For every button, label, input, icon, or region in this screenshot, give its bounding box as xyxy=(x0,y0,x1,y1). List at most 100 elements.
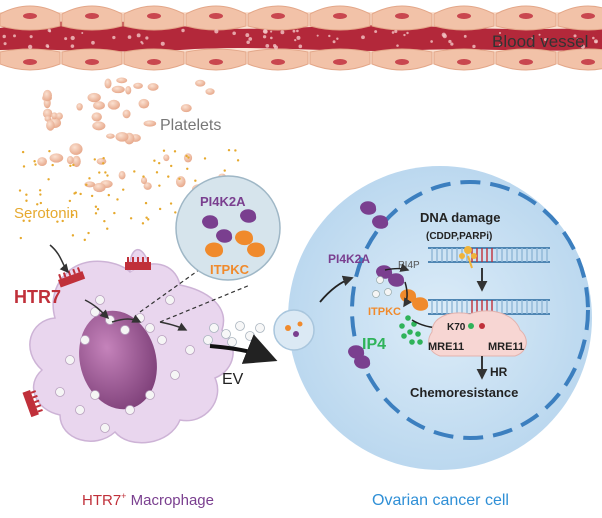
blood-particle xyxy=(112,35,116,40)
serotonin-dot xyxy=(33,160,36,163)
platelet xyxy=(107,99,121,110)
ip4-label: IP4 xyxy=(362,336,386,353)
ev-docking-vesicle xyxy=(273,309,315,351)
platelet xyxy=(42,89,52,102)
platelet xyxy=(84,181,96,188)
blood-particle xyxy=(248,37,253,41)
serotonin-dot xyxy=(173,150,177,153)
blood-particle xyxy=(262,29,268,34)
damage-drug-icon xyxy=(459,246,477,269)
serotonin-dot xyxy=(147,218,150,221)
blood-particle xyxy=(27,44,33,50)
pi4p-vesicle xyxy=(376,276,384,284)
blood-particle xyxy=(29,35,33,39)
vessel-cell-nucleus xyxy=(457,13,471,19)
dna-damage-label: DNA damage xyxy=(420,210,500,225)
blood-particle xyxy=(145,36,149,40)
blood-particle xyxy=(336,37,339,40)
macrophage-vesicle xyxy=(55,387,65,397)
pi4k2a-to-pi4p-arrow xyxy=(384,263,410,272)
blood-particle xyxy=(430,40,433,43)
blood-particle xyxy=(265,44,270,48)
vessel-cell-nucleus xyxy=(333,13,347,19)
macrophage-vesicle xyxy=(165,295,175,305)
vessel-wall-cell xyxy=(557,48,602,71)
platelet xyxy=(69,143,83,155)
macrophage-vesicle xyxy=(95,295,105,305)
ev-contents xyxy=(285,321,303,337)
serotonin-dot xyxy=(106,227,109,230)
platelet xyxy=(66,156,74,165)
blood-particle xyxy=(296,29,299,33)
blood-particle xyxy=(472,44,476,49)
itpkc-protein xyxy=(235,230,254,246)
platelet xyxy=(111,85,125,94)
blood-particle xyxy=(232,31,236,36)
serotonin-dot xyxy=(36,203,39,206)
blood-particle xyxy=(91,40,95,45)
blood-particle xyxy=(48,30,52,33)
platelet xyxy=(138,98,150,109)
serotonin-dot xyxy=(94,205,98,208)
serotonin-dot xyxy=(234,149,237,152)
serotonin-dot xyxy=(145,216,148,219)
macrophage-vesicle xyxy=(65,355,75,365)
platelet xyxy=(133,82,143,89)
ev-vesicle xyxy=(245,331,255,341)
platelet xyxy=(180,104,192,113)
vessel-blood-particles xyxy=(2,28,598,50)
vessel-cell-nucleus xyxy=(519,13,533,19)
blood-particle xyxy=(394,29,398,33)
ip4-molecule xyxy=(399,323,405,329)
serotonin-dot xyxy=(107,193,111,197)
ev-vesicle xyxy=(235,321,245,331)
zoom-line-right xyxy=(159,284,251,323)
serotonin-dot xyxy=(167,175,170,178)
pi4k2a-protein xyxy=(240,209,257,223)
serotonin-dot xyxy=(61,219,64,223)
platelet xyxy=(42,108,53,119)
platelet xyxy=(115,131,129,142)
serotonin-dot xyxy=(39,201,43,205)
blood-particle xyxy=(262,35,267,39)
platelets-cluster xyxy=(37,77,226,195)
blood-particle xyxy=(245,33,250,38)
ev-arrow xyxy=(209,334,278,364)
serotonin-dot xyxy=(18,189,22,192)
platelet xyxy=(93,101,105,110)
serotonin-dot xyxy=(178,177,181,180)
vessel-cell-nucleus xyxy=(209,13,223,19)
blood-particle xyxy=(450,42,454,46)
blood-particle xyxy=(316,34,319,37)
cell-pi4k2a-label: PI4K2A xyxy=(328,252,370,266)
vessel-cell-nucleus xyxy=(147,59,161,65)
htr7-label: HTR7 xyxy=(14,287,61,307)
vessel-cell-nucleus xyxy=(209,59,223,65)
platelet xyxy=(175,176,186,188)
ip4-molecule xyxy=(415,331,421,337)
ip4-molecule xyxy=(405,315,411,321)
serotonin-dot xyxy=(69,164,72,167)
serotonin-dot xyxy=(155,171,159,174)
blood-vessel-label: Blood vessel xyxy=(492,32,588,51)
serotonin-dot xyxy=(22,165,26,168)
serotonin-dot xyxy=(129,217,133,220)
platelet xyxy=(140,176,148,185)
ev-pi4k2a-cargo xyxy=(293,331,299,337)
platelet xyxy=(143,120,157,127)
blood-particle xyxy=(292,29,296,33)
blood-particle xyxy=(498,44,502,47)
vessel-cell-nucleus xyxy=(333,59,347,65)
serotonin-dot xyxy=(102,156,105,160)
pi4k2a-protein xyxy=(202,215,219,229)
serotonin-dot xyxy=(51,163,54,167)
vessel-cell-nucleus xyxy=(395,13,409,19)
mre11-right-label: MRE11 xyxy=(488,341,524,353)
serotonin-dot xyxy=(73,192,76,195)
blood-particle xyxy=(294,38,297,42)
blood-particle xyxy=(332,40,336,44)
ip4-molecule xyxy=(409,339,415,345)
blood-particle xyxy=(538,33,541,36)
ev-vesicle xyxy=(221,329,231,339)
macrophage-vesicle xyxy=(145,390,155,400)
